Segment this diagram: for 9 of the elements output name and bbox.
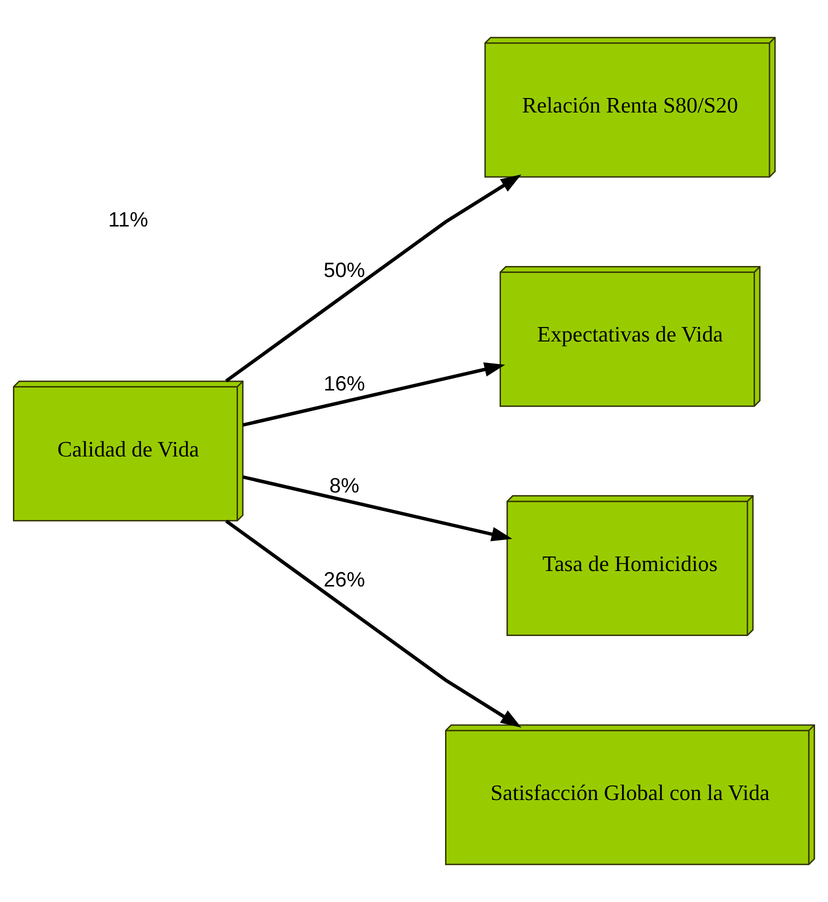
edge-label: 50% [324, 259, 365, 282]
arrow [242, 475, 512, 542]
edge-label: 8% [329, 474, 360, 498]
arrow [242, 362, 506, 427]
edge-label: 16% [324, 372, 365, 396]
arrow [225, 174, 522, 382]
label: 11% [108, 208, 148, 232]
arrow [225, 520, 522, 728]
edge-label: 26% [324, 568, 365, 592]
